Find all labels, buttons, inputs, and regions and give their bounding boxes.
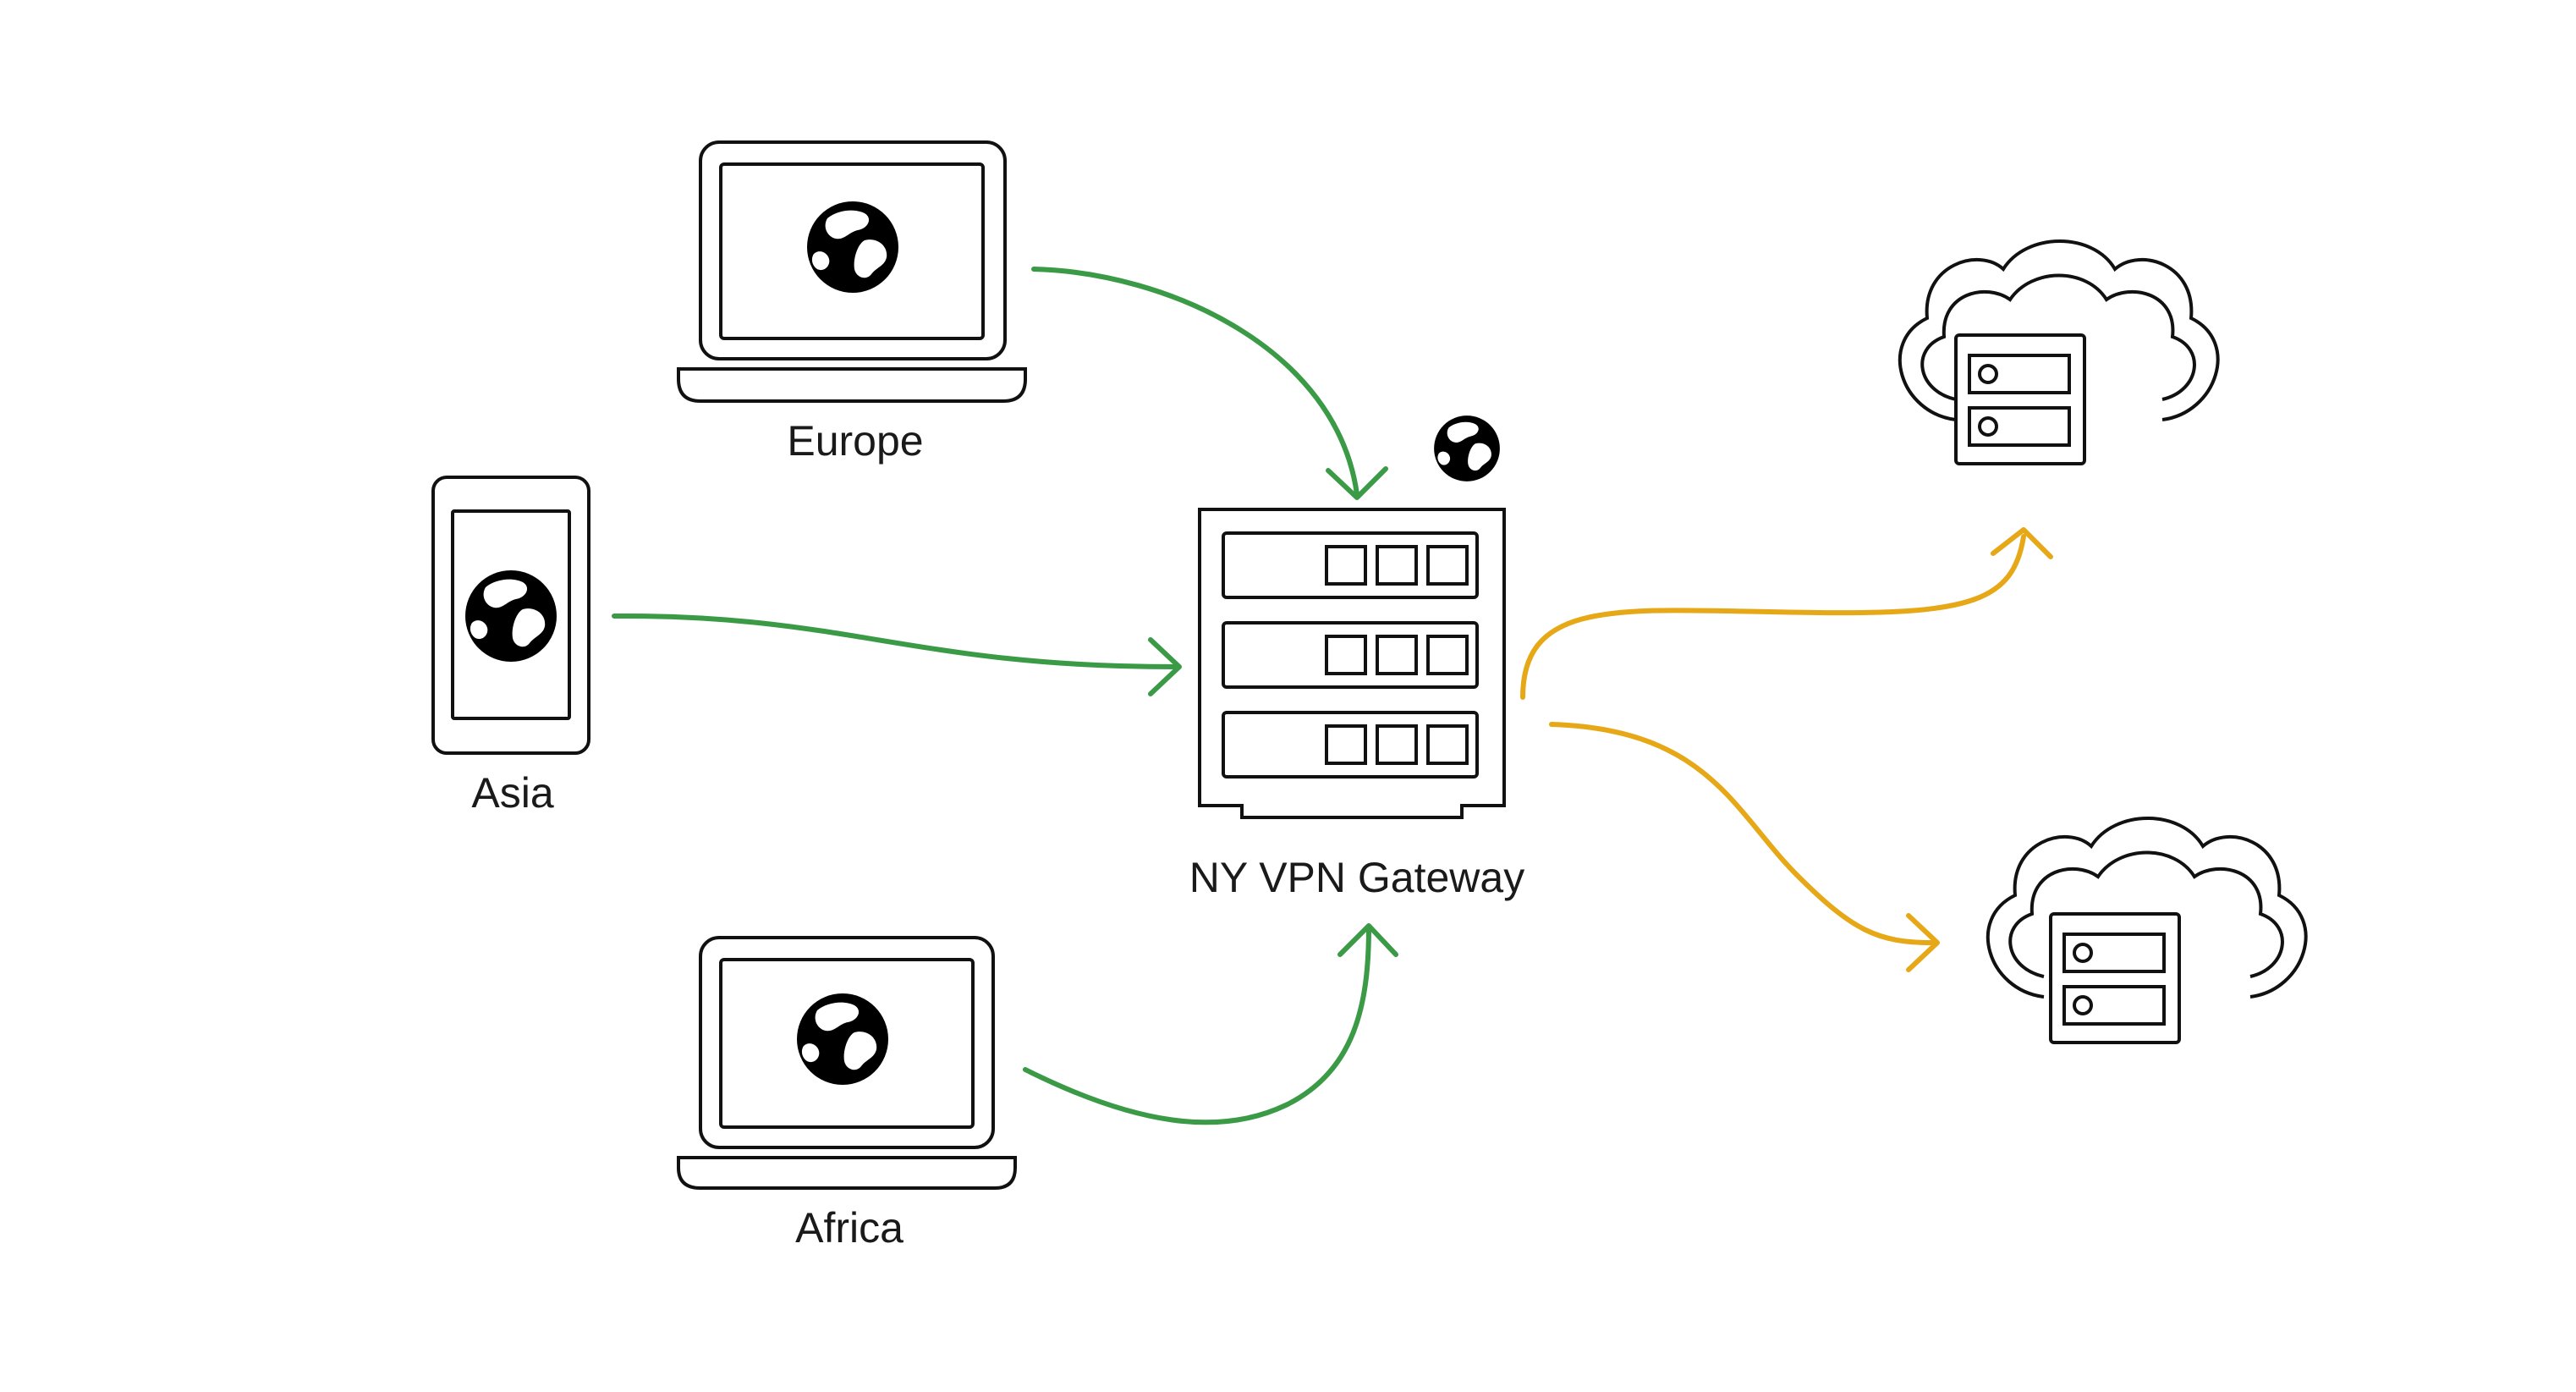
gateway-server-rack (1198, 508, 1506, 819)
gateway-label: NY VPN Gateway (1189, 854, 1524, 901)
africa-label: Africa (795, 1204, 904, 1252)
cloud-server-top (1898, 239, 2220, 465)
globe-icon (1434, 415, 1500, 481)
europe-laptop (677, 140, 1027, 403)
arrow-africa-to-gateway (1023, 923, 1398, 1125)
asia-phone (431, 476, 590, 755)
globe-icon (807, 201, 898, 293)
arrow-gateway-to-cloud-bottom (1549, 722, 1940, 972)
arrow-europe-to-gateway (1031, 267, 1388, 500)
arrow-asia-to-gateway (612, 613, 1182, 696)
globe-icon (465, 570, 557, 662)
arrow-gateway-to-cloud-top (1520, 527, 2053, 700)
cloud-server-bottom (1986, 817, 2308, 1044)
africa-laptop (677, 936, 1017, 1190)
asia-label: Asia (471, 769, 553, 817)
europe-label: Europe (787, 417, 923, 465)
globe-icon (797, 993, 888, 1085)
